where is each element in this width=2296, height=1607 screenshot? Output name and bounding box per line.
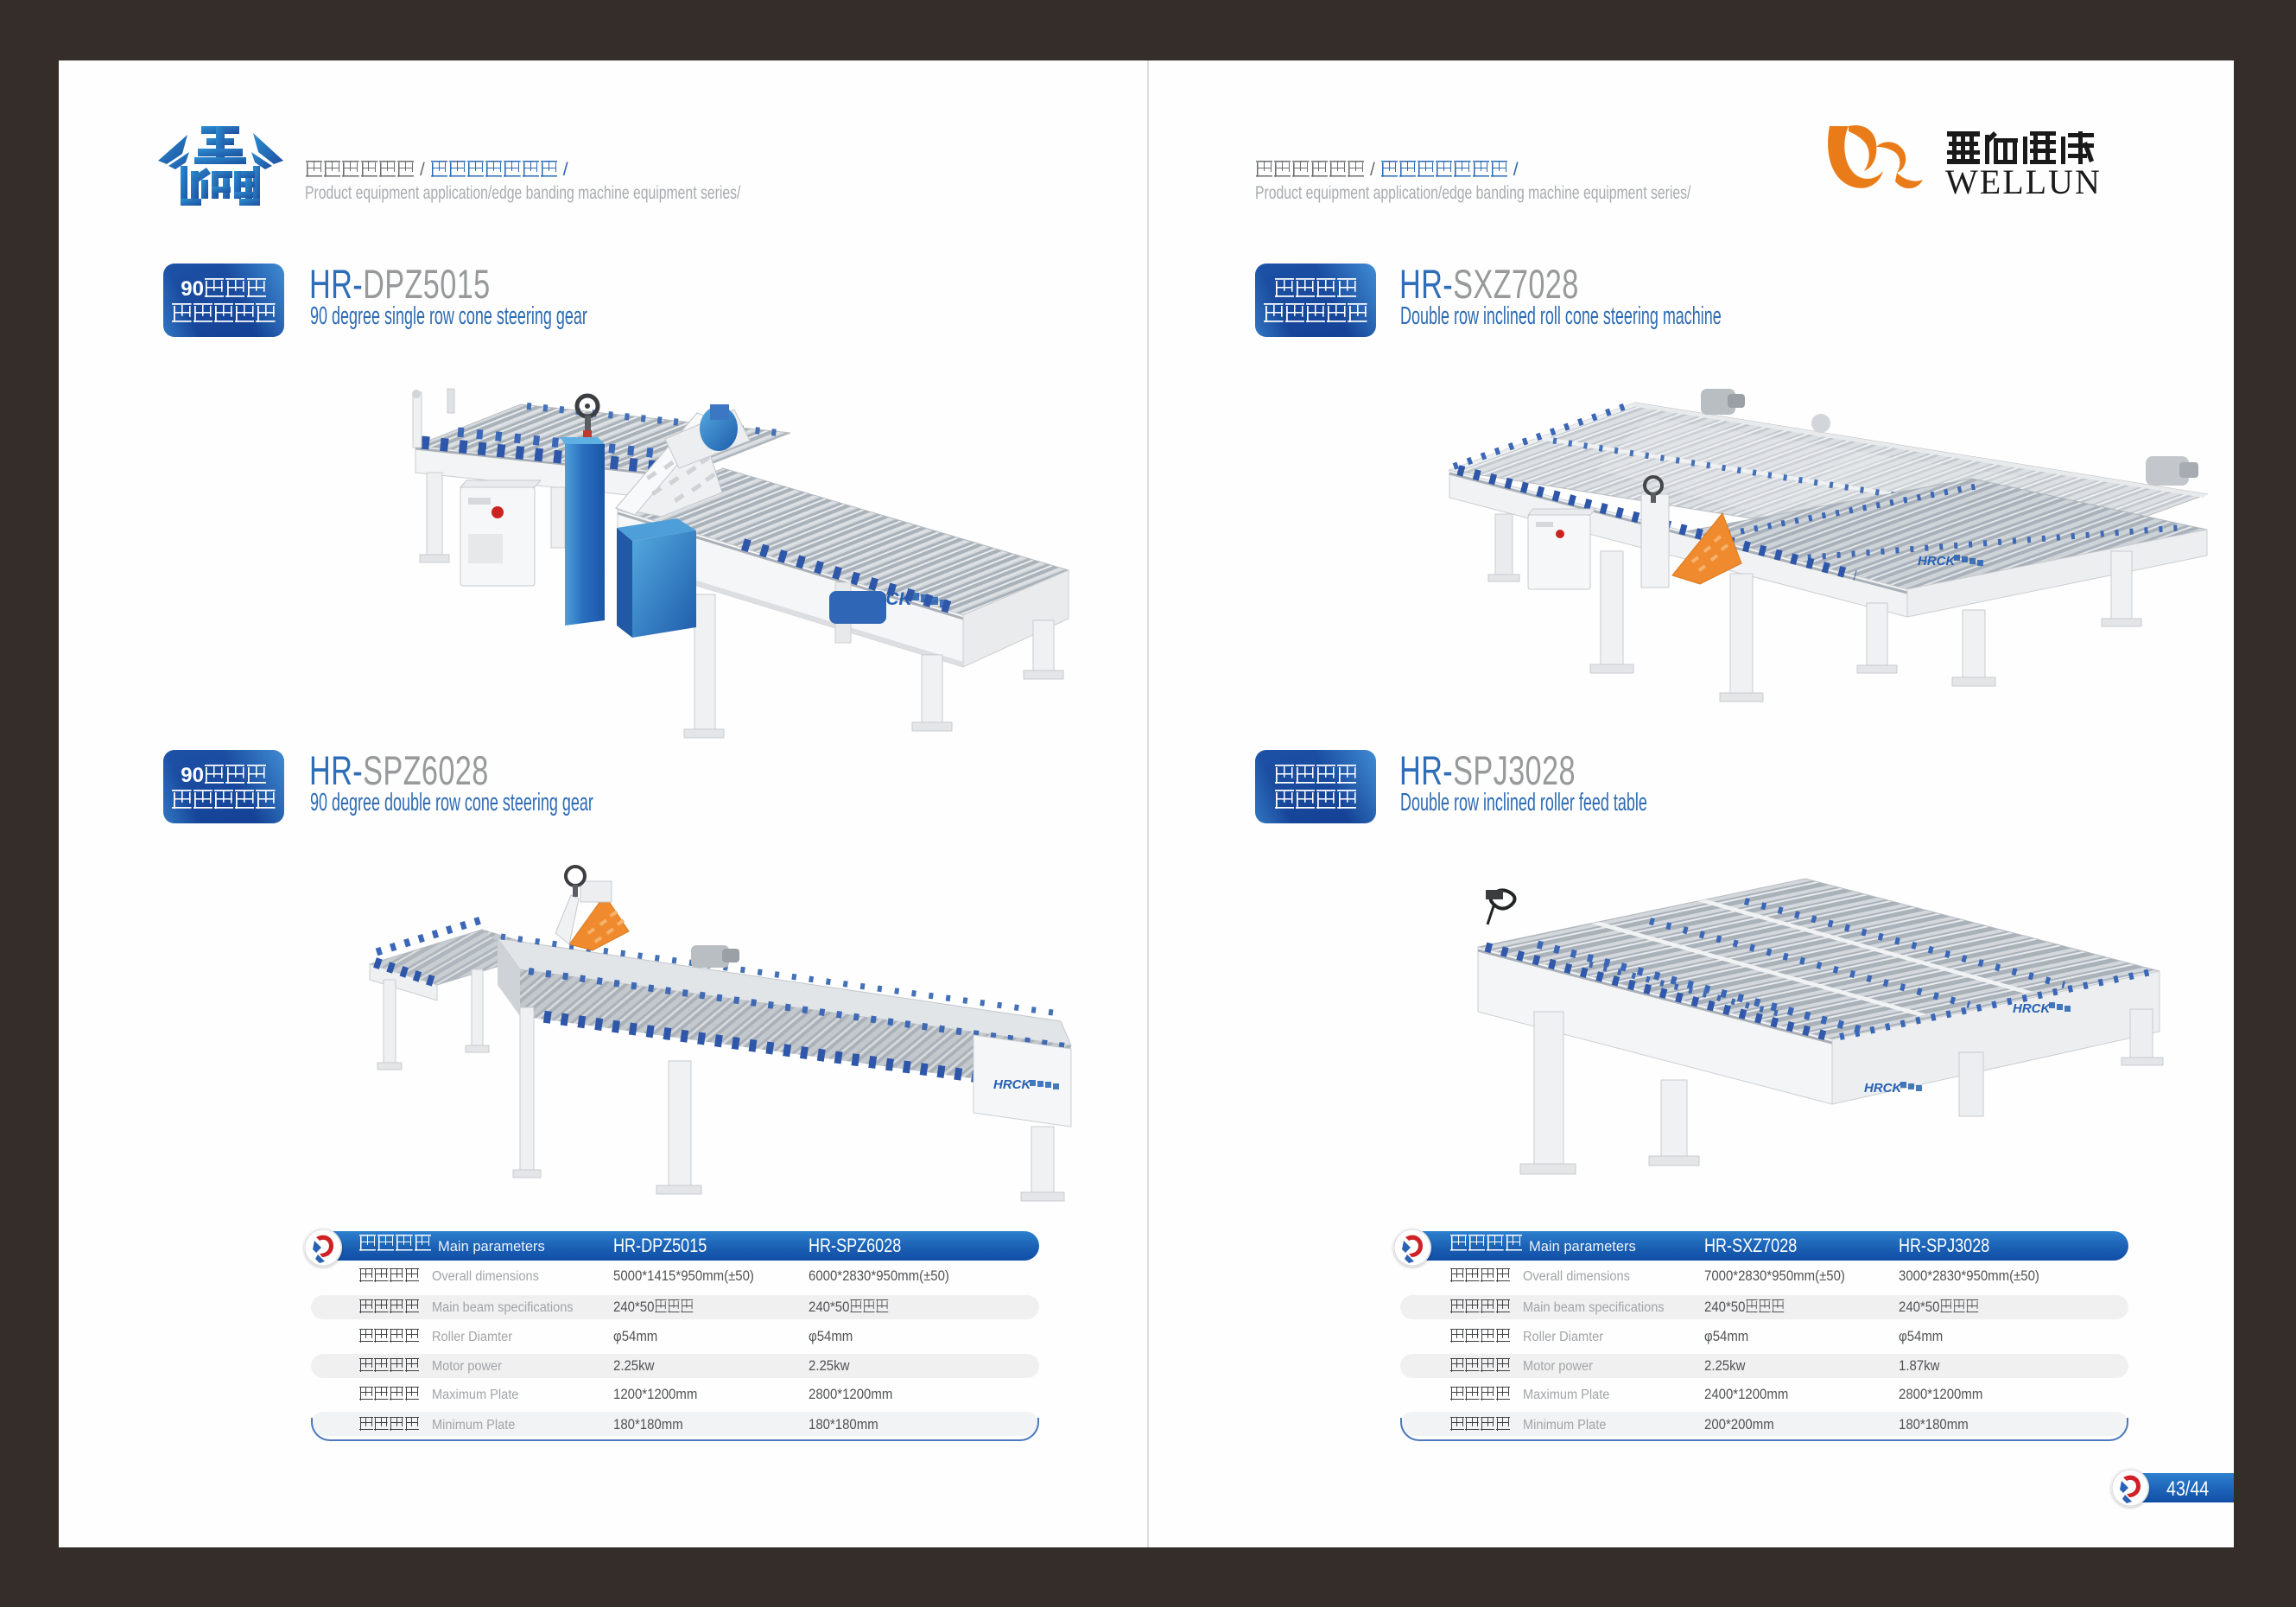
svg-text:HRCK: HRCK (1864, 1081, 1902, 1096)
svg-text:HRCK: HRCK (1918, 554, 1956, 568)
svg-text:HRCK: HRCK (2013, 1001, 2051, 1016)
svg-text:WELLUN: WELLUN (1945, 162, 2102, 201)
svg-text:HRCK: HRCK (993, 1077, 1031, 1092)
